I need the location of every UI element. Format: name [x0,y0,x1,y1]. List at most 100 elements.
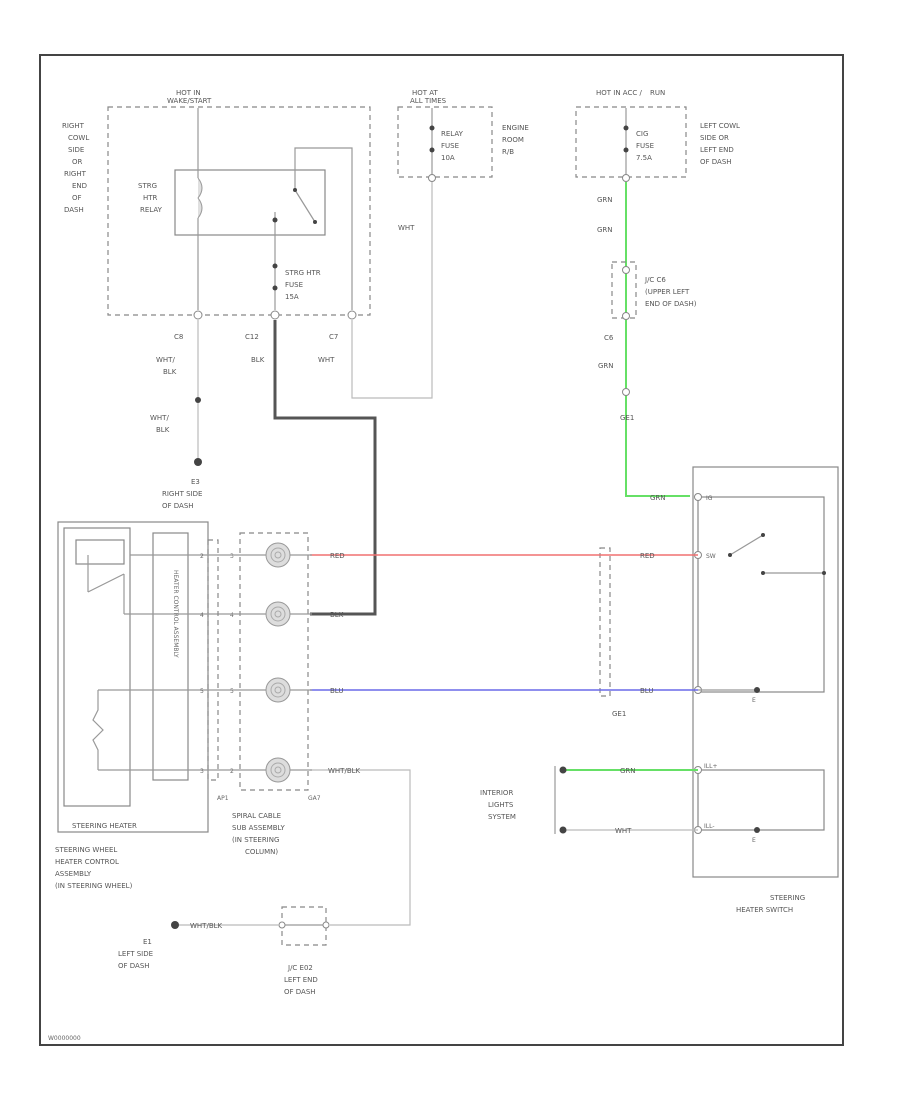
spiral-coil-1-icon [265,542,291,568]
c7-color-label: WHT [318,356,335,364]
interior-label-3: SYSTEM [488,813,516,821]
jc-c6-label: J/C C6 [644,276,666,284]
switch-contact-icon [729,534,764,556]
svg-text:HTR: HTR [143,194,158,202]
jc-c6-loc-2: END OF DASH) [645,300,697,308]
steering-heater-label: STEERING HEATER [72,822,137,830]
cowl-grn-4: GRN [650,494,666,502]
fuse-node-top [272,263,278,269]
e3-ground-icon [194,458,202,466]
svg-text:END: END [72,182,87,190]
thermostat-switch-icon [87,573,125,593]
heater-pin-3: 5 [200,688,204,695]
spiral-label-2: SUB ASSEMBLY [232,824,286,832]
switch-internal-box [697,496,825,693]
red-wire-label-b: RED [640,552,655,560]
c8-label: C8 [174,333,183,341]
thermostat-box [75,539,125,565]
svg-text:SIDE: SIDE [68,146,84,154]
spiral-label-4: COLUMN) [245,848,278,856]
c12-black-wire [273,320,377,616]
jc-e02-loc-2: OF DASH [284,988,316,996]
switch-pin-sw: SW [706,553,716,560]
svg-text:COWL: COWL [68,134,89,142]
diagram-frame [39,54,844,1046]
c12-color-label: BLK [251,356,265,364]
switch-label-2: HEATER SWITCH [736,906,793,914]
svg-text:15A: 15A [285,293,299,301]
fuse-node-bottom [272,285,278,291]
sw-heater-label-2: HEATER CONTROL [55,858,119,866]
switch-label-1: STEERING [770,894,805,902]
svg-text:LEFT COWL: LEFT COWL [700,122,740,130]
c7-white-wire [351,178,433,399]
spiral-pin-1: 3 [230,553,234,560]
c12-label: C12 [245,333,259,341]
switch-pin-e2: E [752,837,756,844]
c7-label: C7 [329,333,338,341]
steering-heater-switch-box [692,466,839,878]
svg-text:FUSE: FUSE [636,142,654,150]
svg-text:LEFT END: LEFT END [700,146,734,154]
interior-wht-label: WHT [615,827,632,835]
svg-text:10A: 10A [441,154,455,162]
jc-e02-loc-1: LEFT END [284,976,318,984]
c12-terminal [270,310,280,320]
cowl-box-outline [575,106,687,178]
relay-box-location: RIGHT COWL SIDE OR RIGHT END OF DASH [62,122,89,214]
svg-text:R/B: R/B [502,148,514,156]
heater-pin-1: 2 [200,553,204,560]
c8-color2-label-b: BLK [156,426,170,434]
spiral-pin-3: 5 [230,688,234,695]
ap1-label: AP1 [217,795,229,802]
sw-heater-label-4: (IN STEERING WHEEL) [55,882,133,890]
jc-e02-outline [281,906,327,946]
svg-text:ROOM: ROOM [502,136,524,144]
cowl-box-location: LEFT COWL SIDE OR LEFT END OF DASH [700,122,740,166]
cowl-hot-label: HOT IN ACC / [596,89,642,97]
relay-switch-feed [294,147,353,310]
switch-pin-ig: IG [706,495,713,502]
svg-text:CIG: CIG [636,130,648,138]
heater-pin-4: 3 [200,768,204,775]
heater-element-icon [92,690,104,770]
switch-pin-ill-minus: ILL- [704,823,715,830]
e1-label: E1 [143,938,152,946]
c8-terminal [193,310,203,320]
jc-c6-loc-1: (UPPER LEFT [645,288,690,296]
svg-text:DASH: DASH [64,206,84,214]
red-wire-label: RED [330,552,345,560]
ge1-connector-outline [599,547,611,697]
cowl-green-wire [625,182,690,497]
e1-loc-2: OF DASH [118,962,150,970]
spiral-coil-4-icon [265,757,291,783]
svg-text:RELAY: RELAY [441,130,464,138]
ge1-label-b: GE1 [612,710,626,718]
heater-connector-outline [207,539,219,781]
cowl-hot-sub: RUN [650,89,665,97]
eng-fuse-label: RELAY FUSE 10A [441,130,464,162]
spiral-coil-2-icon [265,601,291,627]
relay-box-hot-label: HOT IN [176,89,201,97]
svg-text:7.5A: 7.5A [636,154,652,162]
eng-box-hot-label: HOT AT [412,89,439,97]
relay-coil-icon [197,177,203,219]
c8-color-label-b: WHT/ [150,414,169,422]
ge1-label: GE1 [620,414,634,422]
spiral-label-1: SPIRAL CABLE [232,812,281,820]
c7-terminal [347,310,357,320]
wht-blk-wire [310,769,411,926]
switch-pin-ill-plus: ILL+ [704,763,717,770]
ga7-label: GA7 [308,795,321,802]
heater-control-assembly-box [152,532,189,781]
strg-htr-relay [174,169,326,236]
steering-heater-box [63,527,131,807]
blu-wire-label-b: BLU [640,687,653,695]
spiral-coil-3-icon [265,677,291,703]
relay-label: STRG HTR RELAY [138,182,163,214]
e1-loc-1: LEFT SIDE [118,950,153,958]
e3-loc-1: RIGHT SIDE [162,490,202,498]
steering-wheel-heater-assembly [57,521,209,833]
blu-wire-label: BLU [330,687,343,695]
svg-text:OR: OR [72,158,83,166]
